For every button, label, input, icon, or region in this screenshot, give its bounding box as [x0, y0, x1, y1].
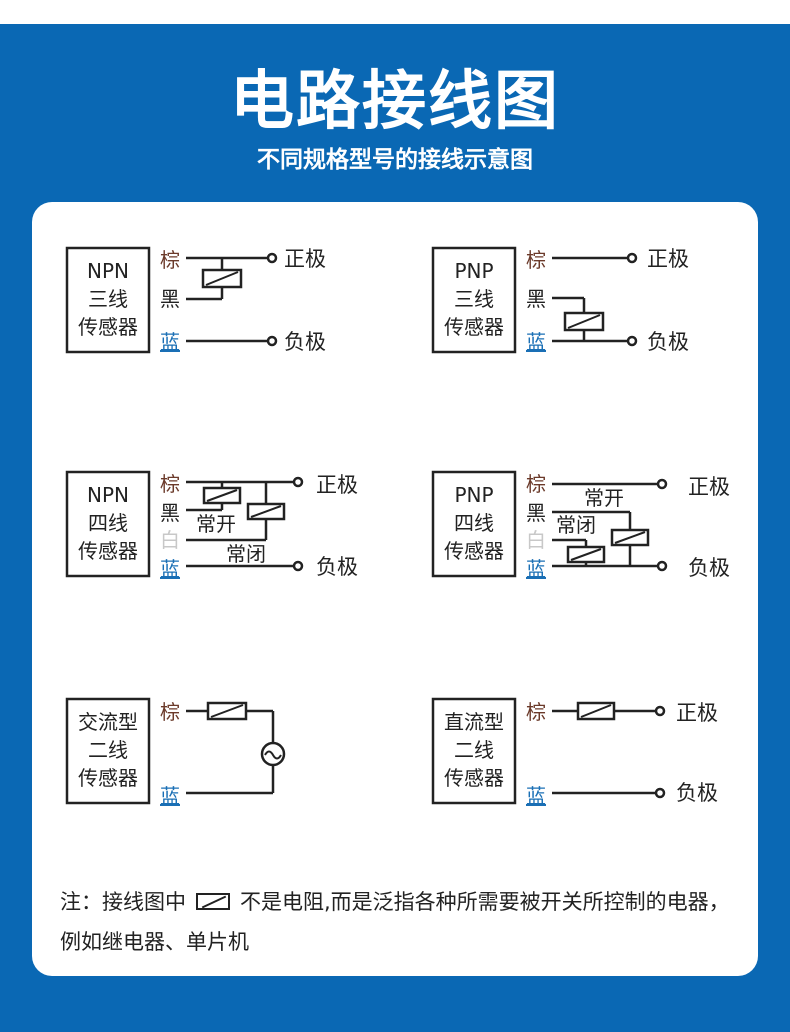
terminal-negative: 负极 — [284, 330, 326, 354]
box-line2: 三线 — [88, 287, 128, 311]
wire-black-label: 黑 — [160, 287, 180, 311]
box-line1: NPN — [87, 259, 129, 283]
top-strip — [0, 0, 790, 24]
wire-brown-label: 棕 — [160, 700, 180, 724]
wire-blue-label: 蓝 — [526, 330, 546, 354]
label-normally-closed: 常闭 — [556, 513, 596, 537]
wire-white-label: 白 — [160, 528, 180, 552]
wire-black-label: 黑 — [160, 501, 180, 525]
terminal-negative: 负极 — [688, 556, 730, 580]
box-line1: PNP — [454, 483, 493, 507]
footnote: 注：接线图中不是电阻,而是泛指各种所需要被开关所控制的电器，例如继电器、单片机 — [60, 882, 740, 962]
box-line2: 二线 — [454, 738, 494, 762]
wire-brown-label: 棕 — [160, 248, 180, 272]
diagram-ac2: 交流型 二线 传感器 棕 蓝 — [65, 697, 286, 808]
box-line1: PNP — [454, 259, 493, 283]
diagram-pnp3: PNP 三线 传感器 棕 黑 蓝 正极 负极 — [431, 246, 689, 354]
page-subtitle: 不同规格型号的接线示意图 — [257, 147, 533, 173]
box-line2: 三线 — [454, 287, 494, 311]
wire-white-label: 白 — [526, 528, 546, 552]
box-line1: NPN — [87, 483, 129, 507]
wire-brown-label: 棕 — [526, 248, 546, 272]
wire-blue-label: 蓝 — [526, 784, 546, 808]
diagram-npn4: NPN 四线 传感器 棕 黑 白 蓝 常开 常闭 正极 负极 — [65, 470, 358, 581]
terminal-positive: 正极 — [316, 473, 358, 497]
terminal-negative: 负极 — [316, 555, 358, 579]
label-normally-closed: 常闭 — [226, 542, 266, 566]
terminal-positive: 正极 — [676, 701, 718, 725]
box-line3: 传感器 — [444, 315, 504, 339]
note-suffix: 不是电阻,而是泛指各种所需要被开关所控制的电器，例如继电器、单片机 — [60, 890, 730, 954]
box-line2: 四线 — [88, 511, 128, 535]
box-line2: 四线 — [454, 511, 494, 535]
box-line3: 传感器 — [444, 766, 504, 790]
wire-brown-label: 棕 — [526, 700, 546, 724]
wire-blue-label: 蓝 — [160, 784, 180, 808]
note-prefix: 注：接线图中 — [60, 890, 186, 914]
diagram-pnp4: PNP 四线 传感器 棕 黑 白 蓝 常开 常闭 正极 负极 — [431, 470, 730, 581]
terminal-positive: 正极 — [688, 475, 730, 499]
box-line2: 二线 — [88, 738, 128, 762]
box-line1: 直流型 — [444, 710, 504, 734]
box-line3: 传感器 — [78, 315, 138, 339]
box-line3: 传感器 — [78, 539, 138, 563]
terminal-positive: 正极 — [284, 247, 326, 271]
box-line3: 传感器 — [78, 766, 138, 790]
wire-black-label: 黑 — [526, 501, 546, 525]
load-symbol-icon — [196, 892, 230, 910]
wire-blue-label: 蓝 — [160, 330, 180, 354]
box-line3: 传感器 — [444, 539, 504, 563]
diagram-npn3: NPN 三线 传感器 棕 黑 蓝 正极 负极 — [65, 246, 326, 354]
wire-brown-label: 棕 — [526, 472, 546, 496]
box-line1: 交流型 — [78, 710, 138, 734]
label-normally-open: 常开 — [196, 512, 236, 536]
terminal-negative: 负极 — [647, 330, 689, 354]
wire-brown-label: 棕 — [160, 472, 180, 496]
wire-black-label: 黑 — [526, 287, 546, 311]
terminal-negative: 负极 — [676, 781, 718, 805]
wire-blue-label: 蓝 — [160, 557, 180, 581]
label-normally-open: 常开 — [584, 486, 624, 510]
diagram-dc2: 直流型 二线 传感器 棕 蓝 正极 负极 — [431, 697, 718, 808]
wire-blue-label: 蓝 — [526, 557, 546, 581]
diagram-card — [32, 202, 758, 976]
page-title: 电路接线图 — [230, 65, 560, 139]
terminal-positive: 正极 — [647, 247, 689, 271]
